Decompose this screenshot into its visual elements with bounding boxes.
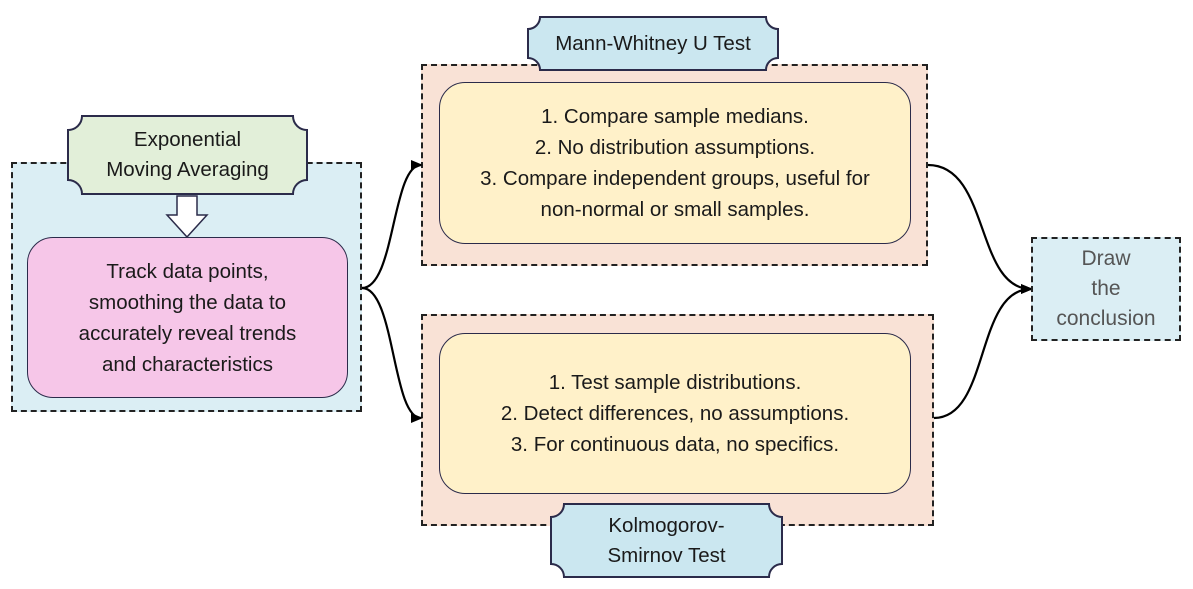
mann-whitney-plaque-shape (527, 16, 779, 71)
arrow-from-mann-whitney (927, 163, 1033, 294)
ema-plaque-shape (67, 115, 308, 195)
kolmogorov-title: Kolmogorov- Smirnov Test (607, 513, 726, 567)
ema-title: Exponential Moving Averaging (106, 128, 269, 181)
arrow-to-kolmogorov (361, 286, 423, 423)
conclusion-box: Draw the conclusion (1031, 237, 1181, 341)
arrow-to-mann-whitney (361, 160, 423, 290)
kolmogorov-points: 1. Test sample distributions. 2. Detect … (439, 333, 911, 494)
arrow-from-kolmogorov (933, 284, 1033, 420)
kolmogorov-plaque-shape (550, 503, 783, 578)
mann-whitney-points: 1. Compare sample medians. 2. No distrib… (439, 82, 911, 244)
mann-whitney-title: Mann-Whitney U Test (555, 31, 751, 55)
ema-description-box: Track data points, smoothing the data to… (27, 237, 348, 398)
down-arrow-icon (165, 195, 209, 239)
